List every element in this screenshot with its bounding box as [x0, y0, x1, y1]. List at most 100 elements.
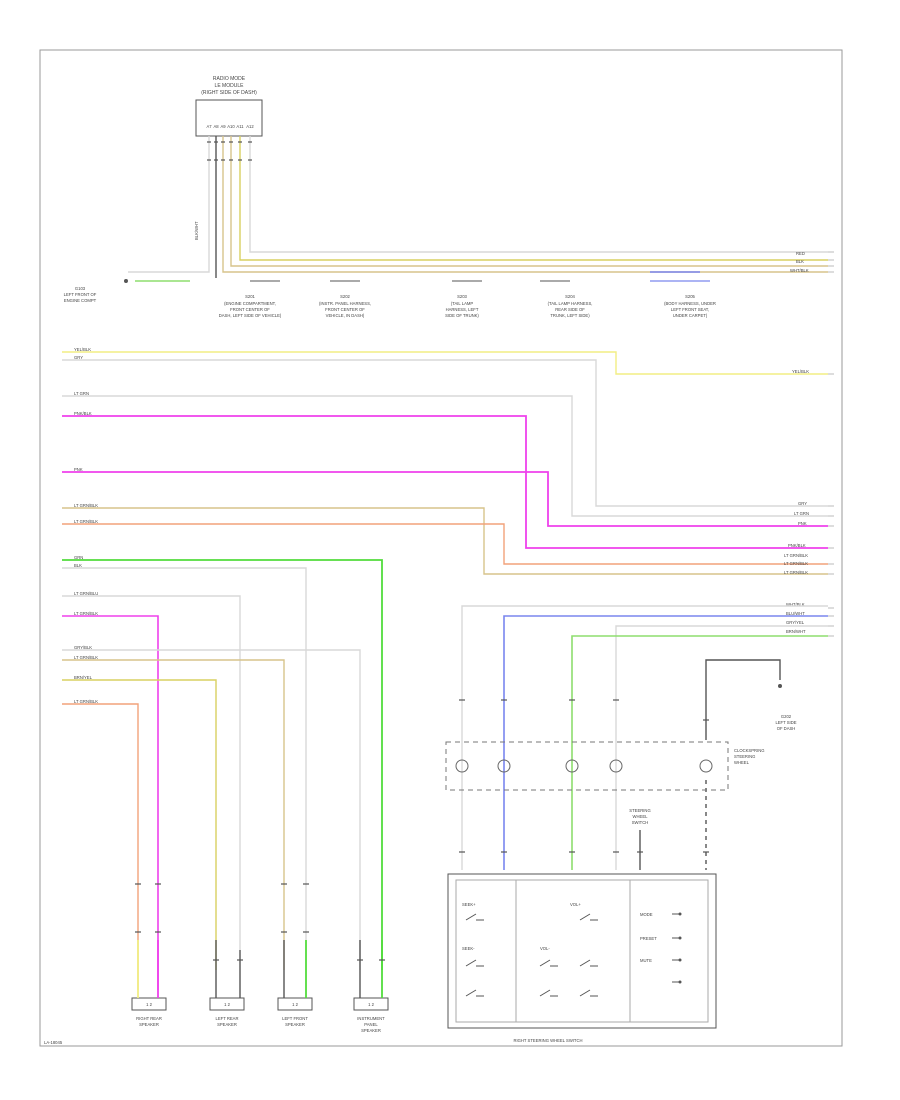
svg-text:LT GRN/BLU: LT GRN/BLU	[74, 591, 98, 596]
top-module-pin-5: A12	[246, 124, 254, 129]
wire-yel-blk	[62, 351, 828, 375]
svg-text:LEFT SIDE: LEFT SIDE	[775, 720, 796, 725]
top-module: RADIO MODE LE MODULE (RIGHT SIDE OF DASH…	[195, 76, 263, 137]
wire-pnk	[62, 471, 828, 527]
svg-text:PRESET: PRESET	[640, 936, 657, 941]
top-module-label-2: (RIGHT SIDE OF DASH)	[201, 90, 257, 96]
svg-text:LT GRN/BLK: LT GRN/BLK	[74, 519, 98, 524]
ground-left-1: LEFT FRONT OF	[64, 292, 97, 297]
svg-text:RIGHT REAR: RIGHT REAR	[136, 1016, 162, 1021]
top-module-pin-3: A10	[227, 124, 235, 129]
svg-text:GRY/YEL: GRY/YEL	[786, 620, 805, 625]
svg-text:SPEAKER: SPEAKER	[285, 1022, 305, 1027]
top-wire-left-label: BLK/WHT	[194, 221, 199, 240]
svg-text:1 2: 1 2	[368, 1002, 374, 1007]
top-module-pin-2: A9	[220, 124, 226, 129]
wire-a9	[222, 136, 828, 273]
svg-text:BLU/WHT: BLU/WHT	[786, 611, 805, 616]
svg-text:LT GRN/BLK: LT GRN/BLK	[74, 699, 98, 704]
svg-text:PNK/BLK: PNK/BLK	[74, 411, 92, 416]
switch-connector-ticks	[459, 699, 709, 853]
wire-lt-grn-blk-3	[62, 615, 159, 990]
footer-code: LA-18045	[44, 1040, 63, 1045]
wire-lt-grn-blk-4	[62, 659, 285, 970]
speaker-left-rear: 1 2 LEFT REAR SPEAKER	[209, 997, 245, 1027]
switch-box-inner	[455, 879, 709, 1023]
connector-s203: S203 (TAIL LAMP HARNESS, LEFT SIDE OF TR…	[445, 280, 482, 318]
svg-text:SPEAKER: SPEAKER	[361, 1028, 381, 1033]
svg-text:(BODY HARNESS, UNDER: (BODY HARNESS, UNDER	[664, 301, 716, 306]
svg-text:(TAIL LAMP: (TAIL LAMP	[451, 301, 474, 306]
svg-text:G202: G202	[781, 714, 792, 719]
wire-brn-wht-r	[571, 635, 828, 870]
svg-text:FRONT CENTER OF: FRONT CENTER OF	[230, 307, 270, 312]
svg-text:REAR SIDE OF: REAR SIDE OF	[555, 307, 585, 312]
switch-contacts	[465, 913, 680, 997]
svg-text:SPEAKER: SPEAKER	[217, 1022, 237, 1027]
svg-text:LT GRN/BLK: LT GRN/BLK	[74, 503, 98, 508]
svg-text:BLK: BLK	[74, 563, 82, 568]
svg-text:LT GRN/BLK: LT GRN/BLK	[784, 561, 808, 566]
clockspring-connectors	[455, 759, 713, 773]
steering-label-2: SWITCH	[632, 820, 649, 825]
switch-box-title: RIGHT STEERING WHEEL SWITCH	[513, 1038, 582, 1043]
connector-s204: S204 (TAIL LAMP HARNESS, REAR SIDE OF TR…	[540, 280, 592, 318]
clockspring-box	[445, 741, 729, 791]
lower-right-wires	[461, 605, 828, 870]
wire-lt-grn-blk-2	[62, 523, 828, 565]
wire-clockspring-gnd	[705, 659, 781, 740]
right-edge-ticks	[828, 251, 834, 637]
switch-contact-dots	[678, 912, 682, 984]
svg-text:SEEK+: SEEK+	[462, 902, 476, 907]
wire-a7	[128, 136, 210, 273]
svg-text:TRUNK, LEFT SIDE): TRUNK, LEFT SIDE)	[550, 313, 590, 318]
svg-text:FRONT CENTER OF: FRONT CENTER OF	[325, 307, 365, 312]
svg-text:WHT/BLK: WHT/BLK	[786, 602, 805, 607]
wire-pnk-blk	[62, 415, 828, 549]
connector-s201: S201 (ENGINE COMPARTMENT, FRONT CENTER O…	[219, 280, 282, 318]
svg-text:PNK: PNK	[74, 467, 83, 472]
svg-text:GRN: GRN	[74, 555, 83, 560]
svg-text:PNK/BLK: PNK/BLK	[788, 543, 806, 548]
speaker-wire-tails	[137, 940, 383, 998]
wire-lt-grn-blk-5	[62, 703, 139, 990]
svg-text:LEFT FRONT: LEFT FRONT	[282, 1016, 308, 1021]
svg-text:LT GRN/BLK: LT GRN/BLK	[784, 570, 808, 575]
svg-text:VEHICLE, IN DASH): VEHICLE, IN DASH)	[326, 313, 365, 318]
ground-right: G202 LEFT SIDE OF DASH	[775, 684, 797, 731]
svg-text:DASH, LEFT SIDE OF VEHICLE): DASH, LEFT SIDE OF VEHICLE)	[219, 313, 282, 318]
svg-text:GRY: GRY	[798, 501, 807, 506]
svg-text:VOL+: VOL+	[570, 902, 581, 907]
svg-text:PANEL: PANEL	[364, 1022, 378, 1027]
svg-text:UNDER CARPET): UNDER CARPET)	[673, 313, 708, 318]
bus-label-1: BLK	[796, 259, 804, 264]
ground-left-0: G103	[75, 286, 86, 291]
connector-row: S201 (ENGINE COMPARTMENT, FRONT CENTER O…	[219, 280, 716, 318]
speaker-instrument-panel: 1 2 INSTRUMENT PANEL SPEAKER	[353, 997, 389, 1033]
bus-label-0: RED	[796, 251, 805, 256]
switch-box-outer	[447, 873, 717, 1029]
svg-text:MUTE: MUTE	[640, 958, 652, 963]
svg-text:HARNESS, LEFT: HARNESS, LEFT	[446, 307, 479, 312]
svg-text:LEFT REAR: LEFT REAR	[216, 1016, 239, 1021]
clockspring-label-0: CLOCKSPRING	[734, 748, 764, 753]
svg-text:SPEAKER: SPEAKER	[139, 1022, 159, 1027]
svg-text:LT GRN: LT GRN	[794, 511, 809, 516]
wire-blu-wht-r	[503, 615, 828, 870]
svg-text:LEFT FRONT SEAT,: LEFT FRONT SEAT,	[671, 307, 709, 312]
speaker-connector-ticks	[135, 883, 385, 961]
wire-grn	[62, 559, 383, 970]
top-module-label-1: LE MODULE	[215, 83, 245, 89]
clockspring-label-1: STEERING	[734, 754, 755, 759]
top-module-pin-4: A11	[236, 124, 244, 129]
wire-gry-blk	[62, 649, 361, 970]
ground-left-2: ENGINE COMPT	[64, 298, 97, 303]
wire-lt-grn-blk-1	[62, 507, 828, 575]
wire-lt-grn	[62, 395, 828, 517]
right-wire-labels: YEL/BLK GRY LT GRN PNK PNK/BLK LT GRN/BL…	[784, 369, 809, 634]
svg-text:LT GRN/BLK: LT GRN/BLK	[74, 611, 98, 616]
svg-text:SEEK-: SEEK-	[462, 946, 475, 951]
svg-text:VOL-: VOL-	[540, 946, 550, 951]
connector-s205: S205 (BODY HARNESS, UNDER LEFT FRONT SEA…	[650, 280, 716, 318]
